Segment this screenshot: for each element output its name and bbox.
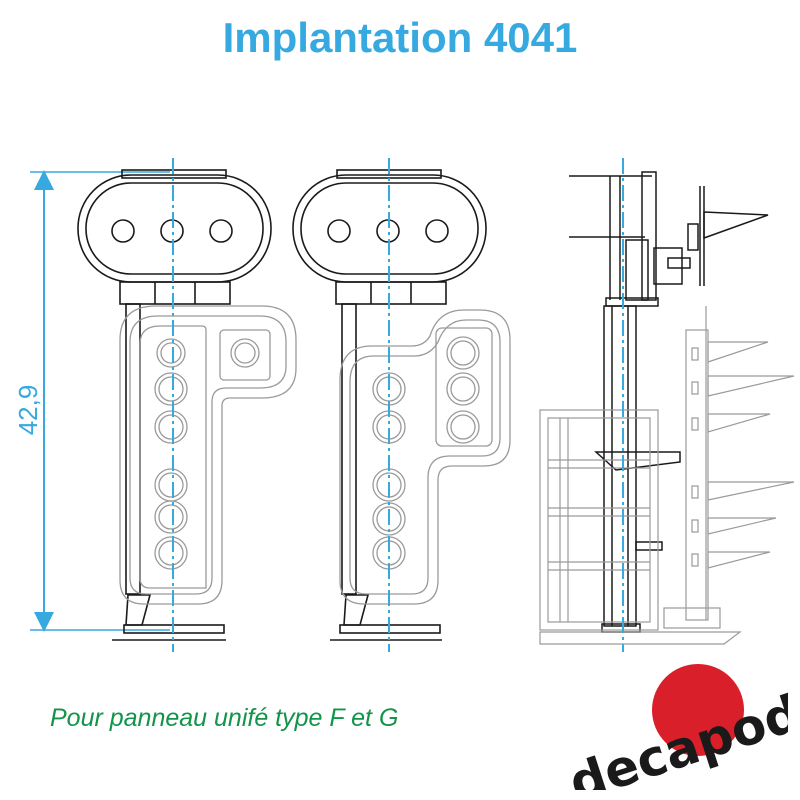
signal-view-middle — [292, 158, 511, 652]
dimension-label: 42,9 — [12, 384, 43, 436]
signal-view-side — [539, 158, 795, 652]
caption-text: Pour panneau unifé type F et G — [50, 704, 399, 732]
logo-red-disc — [652, 664, 744, 756]
decapod-logo: decapod — [562, 664, 788, 790]
signal-view-left — [77, 158, 297, 652]
diagram-title: Implantation 4041 — [222, 14, 578, 61]
height-dimension — [30, 170, 170, 632]
